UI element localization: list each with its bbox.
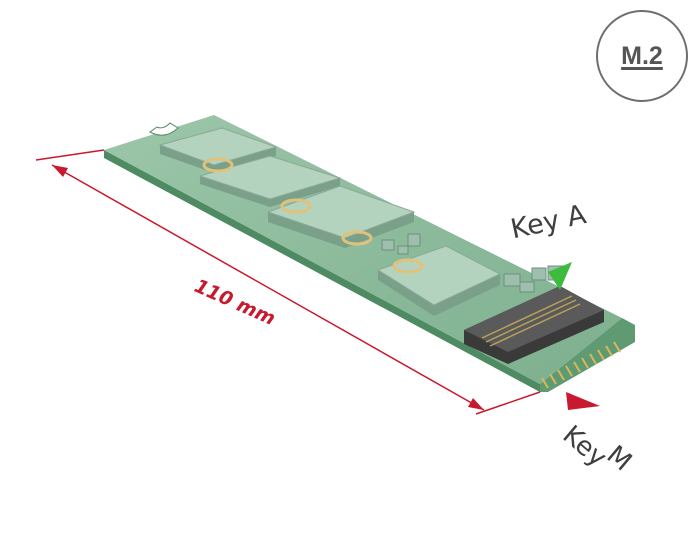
dimension-line [35,149,541,415]
m2-badge: M.2 [596,10,688,102]
mounting-notch [149,122,179,136]
pcb-right-edge [540,318,635,392]
key-m-marker [566,392,600,410]
key-a-marker [548,262,572,290]
m2-connector [464,286,604,364]
chip-1 [158,127,278,173]
badge-label: M.2 [621,41,663,70]
pcb-front-edge [104,150,540,392]
gold-contacts [541,341,621,389]
solder-pads [202,157,424,274]
chip-2 [198,155,342,207]
